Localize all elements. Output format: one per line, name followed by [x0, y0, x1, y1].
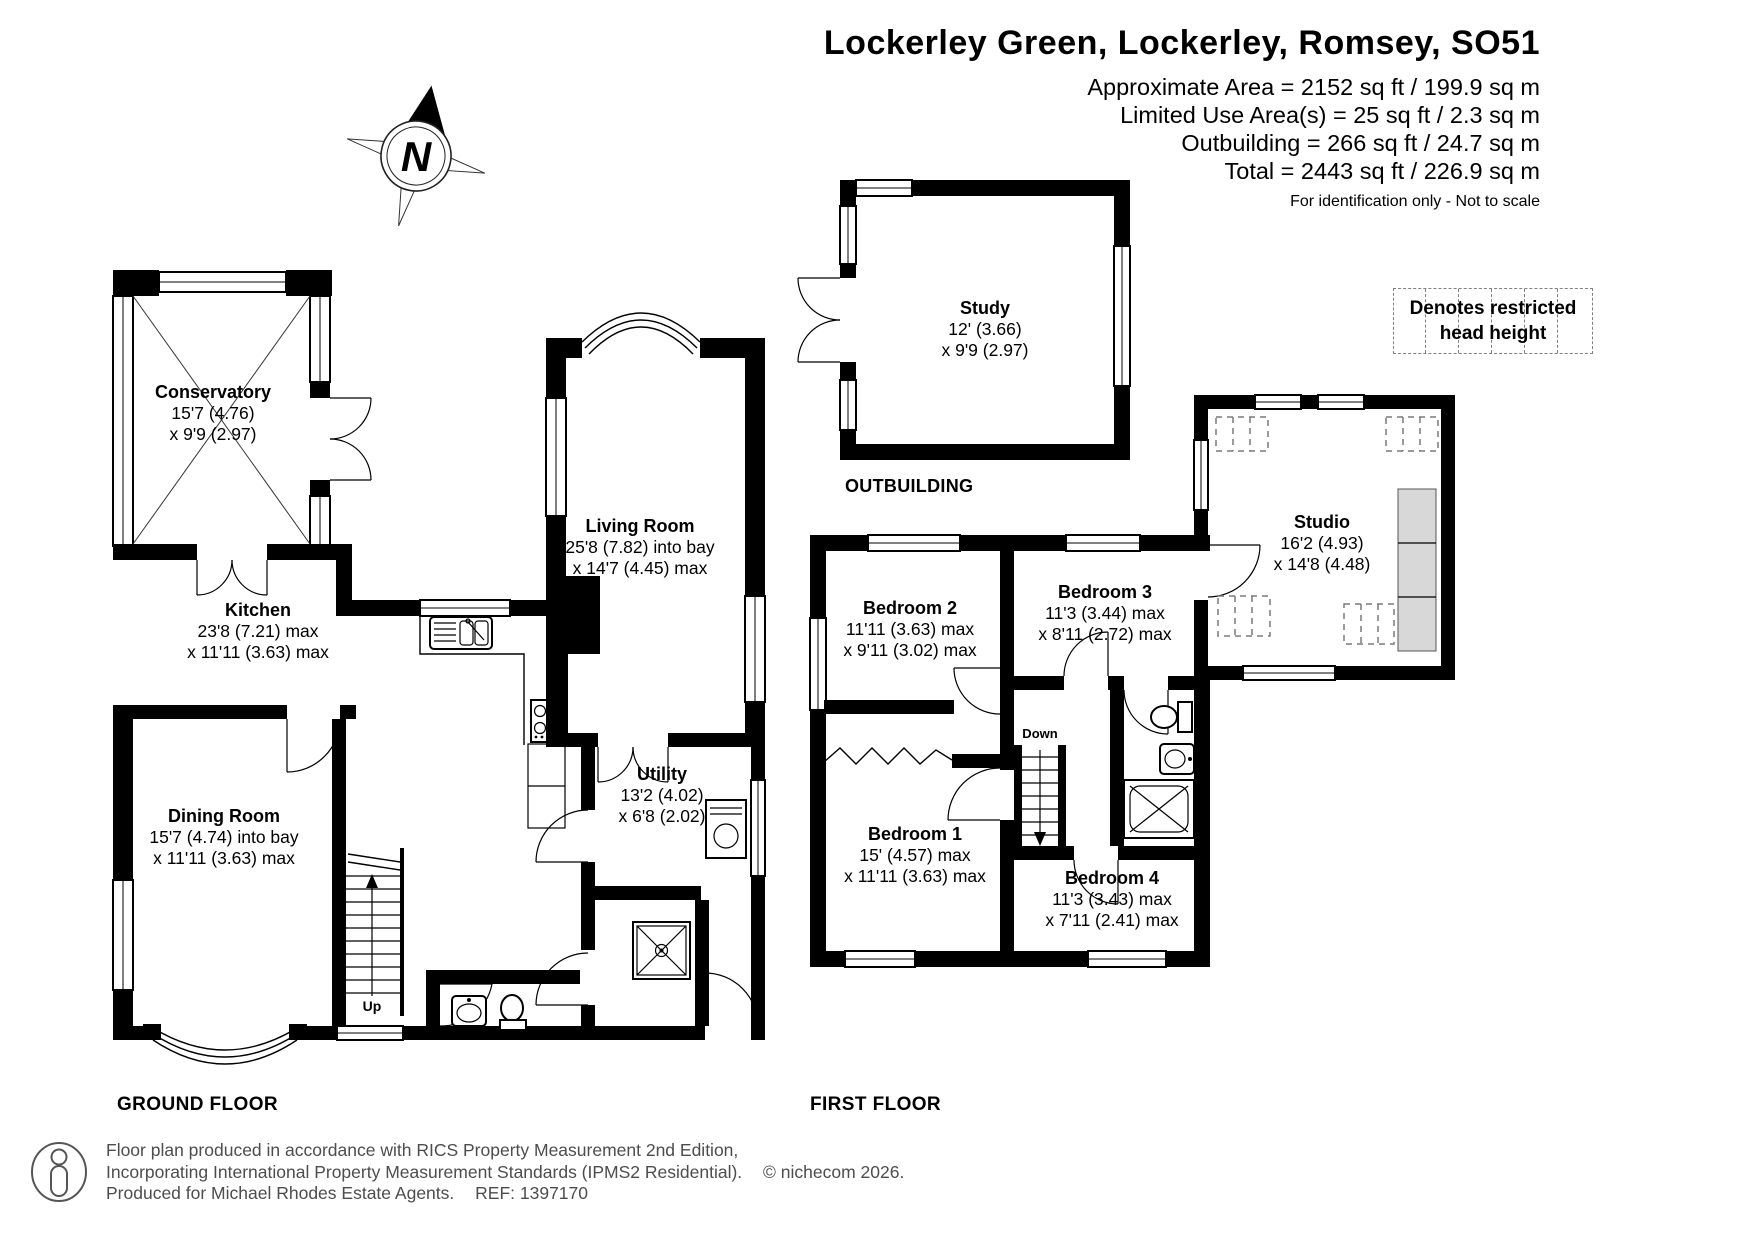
person-icon — [31, 1142, 87, 1202]
area-summary: Approximate Area = 2152 sq ft / 199.9 sq… — [824, 73, 1540, 185]
stairs-up-icon — [346, 848, 404, 1016]
outbuilding-title: OUTBUILDING — [845, 476, 974, 496]
back-door-icon — [704, 972, 759, 1027]
washer-icon — [705, 799, 747, 859]
limited-use-area: Limited Use Area(s) = 25 sq ft / 2.3 sq … — [1120, 102, 1540, 128]
footer-line1: Floor plan produced in accordance with R… — [106, 1140, 739, 1160]
bedroom1-door-icon — [947, 767, 1001, 821]
stairs-down-label: Down — [1022, 726, 1058, 741]
scale-disclaimer: For identification only - Not to scale — [1290, 193, 1540, 210]
copyright: © nichecom 2026. — [763, 1161, 905, 1182]
legend-hatch-line — [1425, 289, 1426, 353]
approximate-area: Approximate Area = 2152 sq ft / 199.9 sq… — [1087, 74, 1540, 100]
restricted-head-height-legend: Denotes restricted head height — [1393, 288, 1593, 354]
footer-line2: Incorporating International Property Mea… — [106, 1161, 743, 1182]
ground-floor-plan — [112, 270, 766, 1065]
kitchen-double-door-icon — [196, 559, 268, 596]
dining-bay-window-icon — [152, 1027, 298, 1065]
room-label-living-room: Living Room 25'8 (7.82) into bay x 14'7 … — [565, 516, 715, 578]
studio-plan — [1193, 394, 1455, 681]
total-area: Total = 2443 sq ft / 226.9 sq m — [1224, 158, 1540, 184]
stairs-up-label: Up — [362, 998, 382, 1014]
conservatory-door-icon — [329, 397, 372, 481]
kitchen-counter — [419, 616, 525, 745]
room-label-bedroom3: Bedroom 3 11'3 (3.44) max x 8'11 (2.72) … — [1038, 582, 1172, 644]
outbuilding-door-icon — [797, 277, 841, 363]
studio-door-icon — [1207, 544, 1261, 598]
compass-north-label: N — [400, 133, 432, 180]
wc-toilet-icon — [499, 994, 527, 1031]
room-label-dining-room: Dining Room 15'7 (4.74) into bay x 11'11… — [149, 806, 299, 868]
compass-icon — [346, 85, 486, 227]
studio-storage-block — [1397, 488, 1437, 652]
room-label-bedroom4: Bedroom 4 11'3 (3.43) max x 7'11 (2.41) … — [1045, 868, 1179, 930]
footer-line3-row: Produced for Michael Rhodes Estate Agent… — [106, 1183, 904, 1205]
footer-line2-row: Incorporating International Property Mea… — [106, 1162, 904, 1184]
oven-icon — [527, 743, 566, 829]
wc-basin-icon — [451, 995, 487, 1027]
room-label-conservatory: Conservatory 15'7 (4.76) x 9'9 (2.97) — [154, 382, 272, 444]
room-label-studio: Studio 16'2 (4.93) x 14'8 (4.48) — [1273, 512, 1371, 574]
reference-number: REF: 1397170 — [475, 1183, 588, 1203]
restricted-head-height-areas — [1215, 416, 1439, 645]
legend-hatch-line — [1458, 289, 1459, 353]
page-title: Lockerley Green, Lockerley, Romsey, SO51 — [823, 24, 1540, 62]
ground-floor-title: GROUND FLOOR — [117, 1094, 279, 1115]
living-room-double-door-icon — [597, 746, 669, 783]
shower-room-door-icon — [535, 952, 589, 1006]
room-label-utility: Utility 13'2 (4.02) x 6'8 (2.02) — [618, 764, 706, 826]
produced-for: Produced for Michael Rhodes Estate Agent… — [106, 1183, 455, 1203]
legend-hatch-line — [1491, 289, 1492, 353]
first-floor-title: FIRST FLOOR — [810, 1094, 942, 1115]
legend-hatch-line — [1557, 289, 1558, 353]
living-room-bay-window-icon — [581, 312, 701, 355]
legend-text: Denotes restricted head height — [1409, 298, 1577, 344]
bathtub-icon — [1123, 779, 1195, 839]
shower-icon — [632, 921, 691, 980]
first-floor-plan — [809, 534, 1210, 968]
bedroom2-door-icon — [953, 667, 1001, 715]
bedroom4-door-icon — [1073, 859, 1119, 905]
room-label-bedroom1: Bedroom 1 15' (4.57) max x 11'11 (3.63) … — [844, 824, 986, 886]
basin-icon — [1159, 743, 1195, 775]
stairs-down-icon — [1014, 745, 1066, 860]
outbuilding-area: Outbuilding = 266 sq ft / 24.7 sq m — [1181, 130, 1540, 156]
room-label-study: Study 12' (3.66) x 9'9 (2.97) — [941, 298, 1029, 360]
room-label-bedroom2: Bedroom 2 11'11 (3.63) max x 9'11 (3.02)… — [843, 598, 977, 660]
header: Lockerley Green, Lockerley, Romsey, SO51… — [824, 24, 1540, 211]
bedroom3-door-icon — [1063, 631, 1109, 677]
bedroom1-sloped-wall — [823, 747, 953, 765]
legend-hatch-line — [1524, 289, 1525, 353]
toilet-icon — [1150, 701, 1193, 733]
kitchen-sink-icon — [429, 616, 493, 650]
outbuilding-plan — [797, 179, 1131, 460]
room-label-kitchen: Kitchen 23'8 (7.21) max x 11'11 (3.63) m… — [187, 600, 329, 662]
footer-text: Floor plan produced in accordance with R… — [106, 1140, 904, 1205]
footer: Floor plan produced in accordance with R… — [30, 1140, 904, 1205]
utility-door-icon — [535, 809, 589, 863]
